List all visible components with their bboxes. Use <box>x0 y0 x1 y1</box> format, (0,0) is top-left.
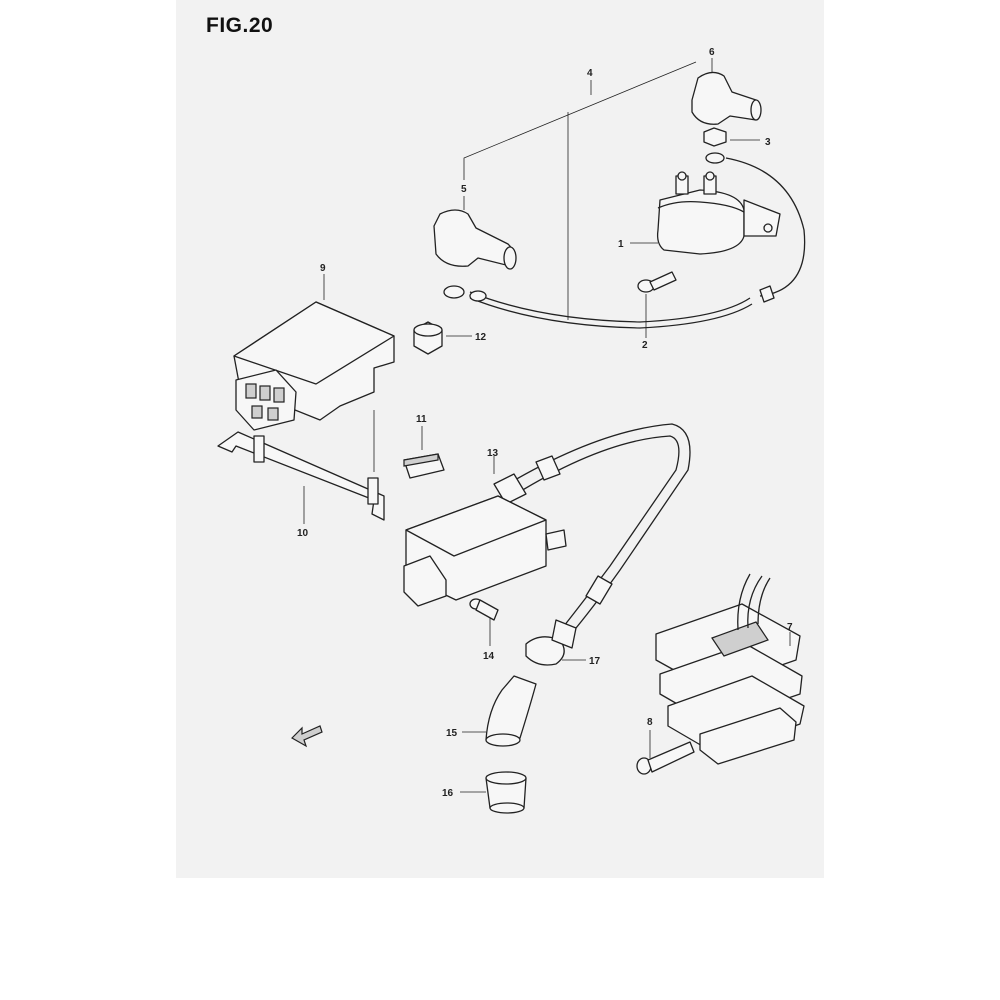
callout-labels: 1 2 3 4 5 6 7 8 9 10 11 12 13 14 15 16 1… <box>297 47 793 799</box>
clamp-17 <box>525 619 586 666</box>
nut-12 <box>413 321 472 355</box>
boot-16 <box>460 771 527 814</box>
relay-wires <box>443 157 806 329</box>
plug-cap-15 <box>462 675 537 747</box>
regulator-rectifier-7 <box>655 573 805 765</box>
bolt-2 <box>637 271 677 338</box>
front-direction-arrow-icon <box>291 725 323 748</box>
callout-1: 1 <box>618 239 624 250</box>
callout-7: 7 <box>787 622 793 633</box>
terminal-cap-5 <box>433 196 517 270</box>
callout-10: 10 <box>297 528 309 539</box>
cdi-unit-9 <box>233 274 395 472</box>
screw-14 <box>469 598 499 646</box>
callout-5: 5 <box>461 184 467 195</box>
callout-2: 2 <box>642 340 648 351</box>
callout-15: 15 <box>446 728 458 739</box>
bracket-10 <box>217 431 385 524</box>
callout-14: 14 <box>483 651 495 662</box>
starter-relay-1 <box>630 171 781 255</box>
callout-4: 4 <box>587 68 593 79</box>
callout-17: 17 <box>589 656 601 667</box>
callout-9: 9 <box>320 263 326 274</box>
callout-3: 3 <box>765 137 771 148</box>
callout-12: 12 <box>475 332 487 343</box>
screw-8 <box>636 730 695 775</box>
callout-6: 6 <box>709 47 715 58</box>
callout-11: 11 <box>416 414 427 425</box>
callout-16: 16 <box>442 788 454 799</box>
callout-8: 8 <box>647 717 653 728</box>
figure-title: FIG.20 <box>206 14 274 37</box>
cushion-11 <box>403 426 445 479</box>
nut-3 <box>703 127 760 164</box>
ignition-coil-13 <box>403 423 691 641</box>
cable-bracket-4 <box>463 61 697 320</box>
terminal-cap-6 <box>691 58 762 125</box>
callout-13: 13 <box>487 448 499 459</box>
